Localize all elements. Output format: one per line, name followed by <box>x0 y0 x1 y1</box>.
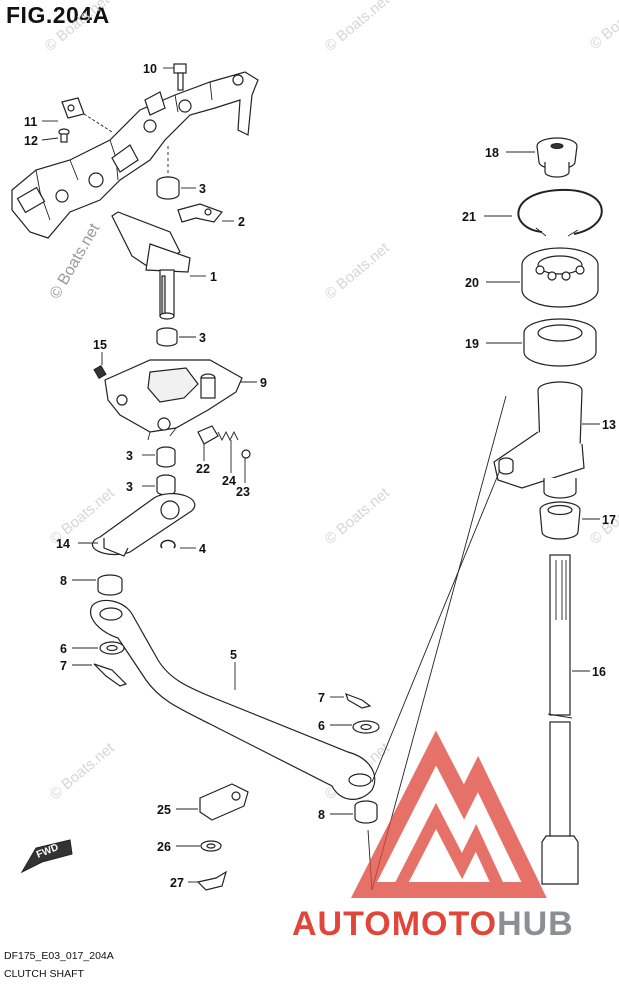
callout-25: 25 <box>157 803 171 817</box>
washer-6-left <box>99 641 125 655</box>
stopper-25 <box>199 783 249 821</box>
figure-title: FIG.204A <box>6 2 110 28</box>
watermark-text: © Boats.net <box>47 220 104 302</box>
shift-housing-9 <box>104 359 243 441</box>
figure-code: DF175_E03_017_204A <box>4 950 114 962</box>
callout-6: 6 <box>318 719 325 733</box>
watermark-text: © Boats.net <box>322 484 394 548</box>
callout-17: 17 <box>602 513 616 527</box>
callout-2: 2 <box>238 215 245 229</box>
callout-3: 3 <box>199 182 206 196</box>
pin-7-right <box>345 692 372 709</box>
brand-wordmark-primary: AUTOMOTO <box>292 905 497 943</box>
clutch-shaft-16 <box>541 554 579 885</box>
brand-logo: AUTOMOTOHUB <box>292 730 574 943</box>
brand-wordmark: AUTOMOTOHUB <box>292 905 574 943</box>
callout-8: 8 <box>60 574 67 588</box>
callout-26: 26 <box>157 840 171 854</box>
clutch-bracket <box>11 71 259 239</box>
figure-name: CLUTCH SHAFT <box>4 968 84 980</box>
fwd-arrow: FWD <box>20 839 73 874</box>
shift-lever-13 <box>493 381 585 499</box>
callout-8: 8 <box>318 808 325 822</box>
bushing-3-top <box>156 176 180 200</box>
callout-16: 16 <box>592 665 606 679</box>
link-2 <box>177 203 223 223</box>
clutch-lever-1 <box>111 211 191 320</box>
callout-11: 11 <box>24 115 37 129</box>
callout-24: 24 <box>222 474 236 488</box>
callout-1: 1 <box>210 270 217 284</box>
bushing-17 <box>539 501 581 540</box>
arm-14 <box>91 493 196 557</box>
callout-4: 4 <box>199 542 206 556</box>
bushing-3-lower <box>156 446 176 468</box>
callout-22: 22 <box>196 462 210 476</box>
callout-10: 10 <box>143 62 157 76</box>
callout-15: 15 <box>93 338 107 352</box>
callout-20: 20 <box>465 276 479 290</box>
clip-4 <box>160 539 176 549</box>
callout-3: 3 <box>126 480 133 494</box>
spring-24 <box>217 430 239 442</box>
callout-9: 9 <box>260 376 267 390</box>
detent-22 <box>197 425 219 445</box>
clip-11 <box>61 97 113 133</box>
brand-triangle-icon <box>350 730 547 898</box>
watermark-text: © Boats.net <box>47 739 119 803</box>
callouts: 10 11 12 3 2 1 3 15 9 3 22 24 23 3 14 4 … <box>24 62 616 890</box>
callout-21: 21 <box>462 210 476 224</box>
screw-15 <box>93 364 107 380</box>
washer-26 <box>200 840 222 852</box>
bushing-8-top <box>97 574 123 596</box>
rod-5 <box>90 599 376 800</box>
pin-27 <box>196 870 227 891</box>
bearing-20 <box>521 247 599 308</box>
pin-7-left <box>93 663 128 687</box>
callout-14: 14 <box>56 537 70 551</box>
watermark-text: © Boats.net <box>42 0 114 55</box>
callout-27: 27 <box>170 876 184 890</box>
callout-23: 23 <box>236 485 250 499</box>
bushing-3-mid <box>156 327 178 347</box>
bolt-10 <box>173 63 187 91</box>
watermark-text: © Boats.net <box>322 0 394 55</box>
bushing-8-bottom <box>354 800 378 824</box>
washer-6-right <box>352 720 380 734</box>
watermark-text: © Boats.net <box>322 239 394 303</box>
callout-6: 6 <box>60 642 67 656</box>
bushing-3-bottom <box>156 474 176 496</box>
callout-7: 7 <box>318 691 325 705</box>
callout-18: 18 <box>485 146 499 160</box>
callout-19: 19 <box>465 337 479 351</box>
screw-12 <box>58 128 70 143</box>
ball-23 <box>241 449 251 459</box>
watermark-text: © Boats.net <box>587 0 619 53</box>
plug-18 <box>536 137 578 178</box>
brand-wordmark-secondary: HUB <box>497 905 574 943</box>
callout-5: 5 <box>230 648 237 662</box>
seal-19 <box>523 318 597 367</box>
callout-3: 3 <box>199 331 206 345</box>
callout-3: 3 <box>126 449 133 463</box>
callout-13: 13 <box>602 418 616 432</box>
callout-7: 7 <box>60 659 67 673</box>
callout-12: 12 <box>24 134 38 148</box>
snap-ring-21 <box>517 188 603 237</box>
